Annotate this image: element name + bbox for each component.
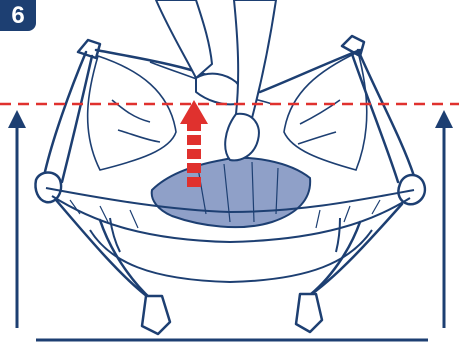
playard-sling: [45, 187, 415, 284]
step-number-badge: 6: [0, 0, 36, 31]
dashed-up-arrow-icon: [180, 100, 208, 187]
left-height-arrow-icon: [8, 110, 26, 328]
playard-frame: [34, 34, 427, 336]
fabric-folds: [197, 161, 279, 223]
playard-mesh-walls: [86, 50, 368, 171]
playard-floor-fabric: [150, 157, 312, 229]
right-height-arrow-icon: [435, 110, 453, 328]
hands-pulling-illustration: [155, 0, 277, 162]
